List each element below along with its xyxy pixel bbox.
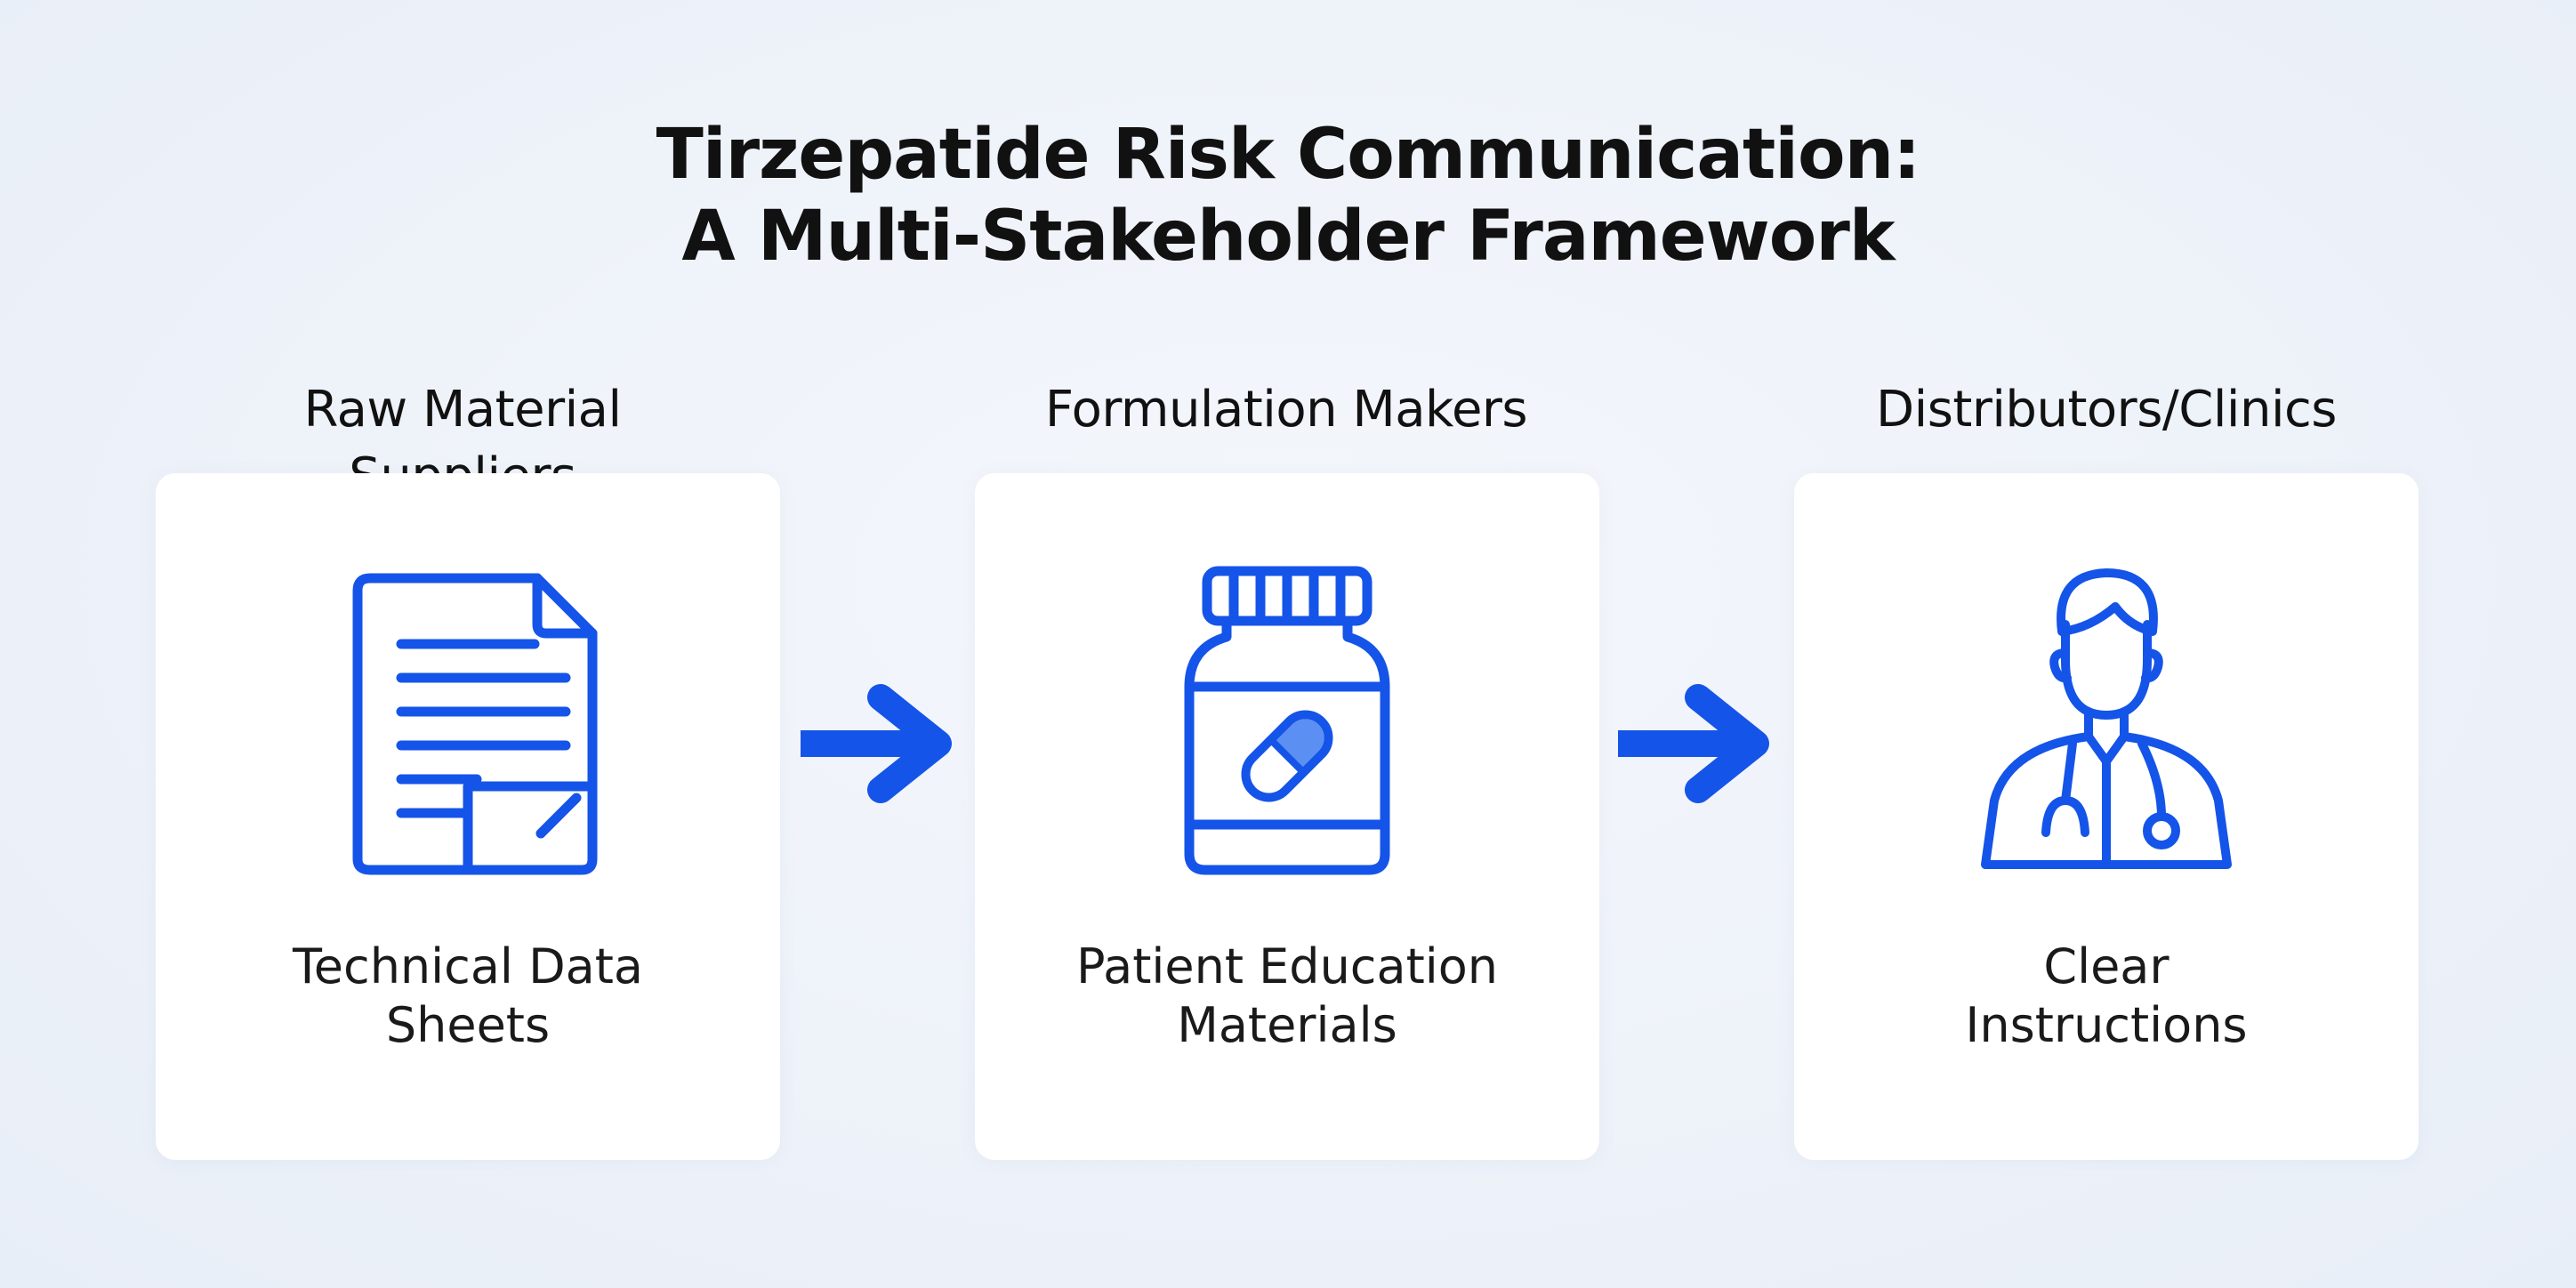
diagram-title-line-2: A Multi-Stakeholder Framework [681,197,1895,277]
stage-heading-line-1: Distributors/Clinics [1876,381,2337,439]
caption-line-2: Materials [1177,997,1397,1053]
medicine-bottle-icon [1184,566,1390,875]
stage-caption-technical-data-sheets: Technical Data Sheets [156,938,780,1055]
stage-heading-formulation-makers: Formulation Makers [975,376,1598,443]
stage-card-distributors-clinics: Clear Instructions [1794,473,2419,1160]
stage-heading-distributors-clinics: Distributors/Clinics [1795,376,2418,443]
caption-line-2: Instructions [1965,997,2248,1053]
document-icon [352,573,598,875]
stage-heading-line-1: Formulation Makers [1044,381,1528,439]
caption-line-1: Clear [2043,938,2169,994]
stage-card-raw-material-suppliers: Technical Data Sheets [156,473,780,1160]
doctor-icon [1981,568,2232,869]
diagram-title: Tirzepatide Risk Communication: A Multi-… [0,114,2576,278]
caption-line-1: Technical Data [292,938,644,994]
caption-line-1: Patient Education [1075,938,1499,994]
stage-card-formulation-makers: Patient Education Materials [975,473,1599,1160]
stage-caption-clear-instructions: Clear Instructions [1794,938,2419,1055]
diagram-title-line-1: Tirzepatide Risk Communication: [656,115,1921,195]
stage-heading-line-1: Raw Material [303,381,622,439]
stage-caption-patient-education-materials: Patient Education Materials [975,938,1599,1055]
arrow-right-icon [801,684,952,803]
arrow-right-icon [1618,684,1769,803]
caption-line-2: Sheets [385,997,551,1053]
